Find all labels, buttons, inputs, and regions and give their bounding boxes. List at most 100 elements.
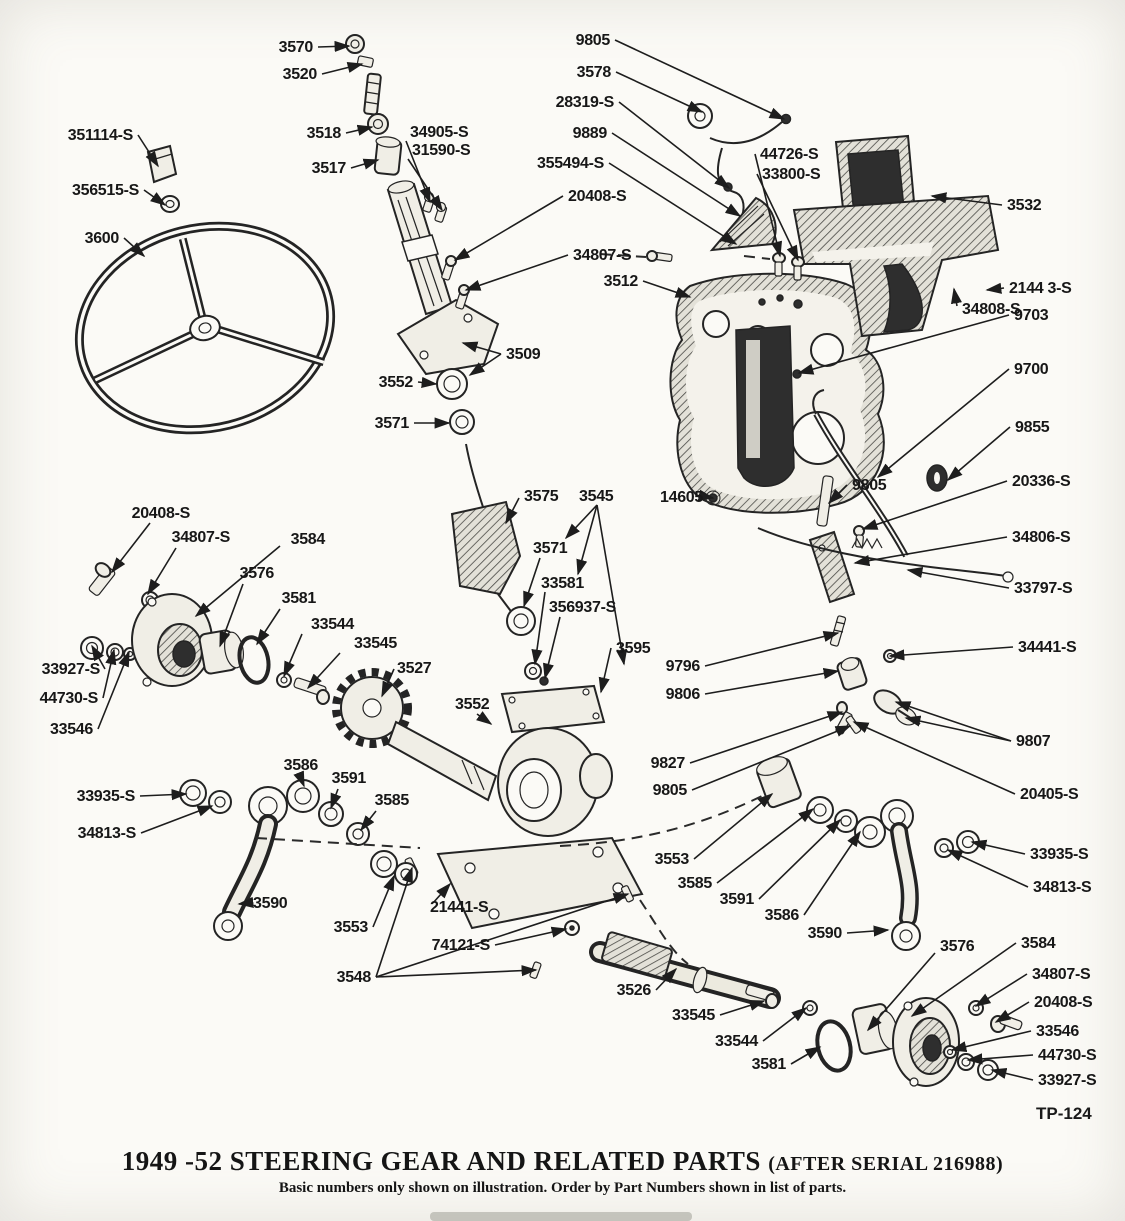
leader-line	[803, 830, 861, 916]
part-label-34807-S: 34807-S	[147, 529, 231, 596]
leader-line	[432, 882, 452, 904]
pedal-rod	[808, 389, 948, 604]
part-number-text: 34808-S	[962, 301, 1021, 318]
part-label-44730-S: 44730-S	[40, 648, 117, 707]
gearshift-lever	[450, 443, 542, 680]
leader-line	[719, 1000, 766, 1016]
pedal-shaft-spring	[709, 196, 805, 281]
part-label-3600: 3600	[85, 230, 146, 258]
leader-line	[143, 189, 167, 206]
leader-line	[476, 711, 493, 725]
part-number-text: 3512	[604, 273, 639, 290]
right-bushing-group	[756, 756, 886, 848]
plate-code: TP-124	[1036, 1104, 1092, 1123]
leader-line	[853, 536, 1008, 567]
part-labels: 35703520351114-S356515-S3518351736003490…	[40, 32, 1098, 1089]
column-bearing-rings	[436, 368, 475, 435]
part-label-34807-S: 34807-S	[464, 247, 632, 291]
part-label-3576: 3576	[866, 938, 975, 1032]
leader-line	[350, 158, 380, 170]
leader-line	[716, 808, 815, 884]
part-label-33545: 33545	[306, 635, 398, 690]
leader-line	[453, 195, 564, 261]
part-label-3595: 3595	[598, 640, 651, 694]
part-label-33544: 33544	[715, 1007, 808, 1050]
part-label-34808-S: 34808-S	[950, 287, 1021, 318]
part-label-9805: 9805	[827, 477, 887, 505]
part-number-text: 3586	[284, 757, 319, 774]
part-number-text: 3548	[337, 969, 372, 986]
leader-line	[693, 792, 774, 860]
part-label-14605: 14605	[660, 489, 715, 506]
part-label-34813-S: 34813-S	[946, 849, 1092, 896]
leader-line	[861, 480, 1008, 530]
leader-line	[946, 426, 1011, 482]
leader-line	[123, 237, 146, 258]
part-number-text: 33797-S	[1014, 580, 1073, 597]
part-number-text: 20408-S	[132, 505, 191, 522]
leader-line	[543, 616, 561, 680]
leader-line	[102, 648, 117, 699]
part-number-text: 34905-S	[410, 124, 469, 141]
bottom-bearing-cover-group	[851, 997, 1023, 1087]
part-number-text: 3581	[282, 590, 317, 607]
leader-line	[194, 545, 281, 618]
part-number-text: 3576	[940, 938, 975, 955]
part-number-text: 9827	[651, 755, 686, 772]
part-number-text: 33545	[672, 1007, 715, 1024]
leader-line	[375, 893, 630, 978]
part-label-9805: 9805	[576, 32, 786, 120]
part-number-text: 3571	[375, 415, 410, 432]
part-number-text: 33927-S	[1038, 1072, 1097, 1089]
part-number-text: 3590	[253, 895, 288, 912]
leader-line	[505, 497, 520, 525]
part-number-text: 33546	[1036, 1023, 1079, 1040]
leader-line	[256, 608, 281, 646]
leader-line	[360, 810, 377, 832]
part-number-text: 3585	[375, 792, 410, 809]
part-number-text: 3600	[85, 230, 120, 247]
part-number-text: 3581	[752, 1056, 787, 1073]
part-label-351114-S: 351114-S	[68, 127, 159, 168]
leader-line	[564, 504, 598, 540]
part-label-34807-S: 34807-S	[974, 966, 1091, 1007]
part-label-33935-S: 33935-S	[77, 788, 188, 805]
part-label-3512: 3512	[604, 273, 692, 298]
leader-line	[758, 818, 842, 900]
part-number-text: 20405-S	[1020, 786, 1079, 803]
steering-gear-housing	[404, 676, 644, 979]
part-label-9703: 9703	[797, 307, 1049, 375]
leader-line	[523, 557, 541, 608]
leader-line	[147, 547, 177, 596]
part-number-text: 3545	[579, 488, 614, 505]
leader-line	[417, 376, 438, 388]
leader-line	[974, 973, 1028, 1007]
part-number-text: 9805	[576, 32, 611, 49]
part-number-text: 31590-S	[412, 142, 471, 159]
leader-line	[91, 644, 106, 670]
part-number-text: 33544	[311, 616, 354, 633]
leader-line	[381, 668, 395, 698]
leader-line	[306, 652, 341, 690]
part-label-33927-S: 33927-S	[42, 644, 106, 678]
part-label-3553: 3553	[334, 874, 395, 936]
part-label-3570: 3570	[279, 39, 351, 56]
leader-line	[375, 866, 413, 978]
leader-line	[846, 925, 890, 937]
leader-line	[611, 132, 742, 217]
part-label-3571: 3571	[523, 540, 568, 608]
part-label-356937-S: 356937-S	[543, 599, 617, 680]
part-number-text: 33927-S	[42, 661, 101, 678]
plate-title-suffix: (AFTER SERIAL 216988)	[768, 1153, 1004, 1175]
leader-line	[910, 942, 1017, 1017]
part-number-text: 20408-S	[1034, 994, 1093, 1011]
part-label-33935-S: 33935-S	[970, 839, 1089, 863]
leader-line	[790, 1046, 822, 1065]
leader-line	[372, 874, 395, 928]
part-label-3584: 3584	[910, 935, 1056, 1017]
leader-line	[797, 314, 1010, 375]
leader-line	[966, 1053, 1034, 1065]
part-label-20405-S: 20405-S	[852, 721, 1079, 803]
part-label-3586: 3586	[765, 830, 861, 924]
part-label-33581: 33581	[531, 575, 585, 666]
